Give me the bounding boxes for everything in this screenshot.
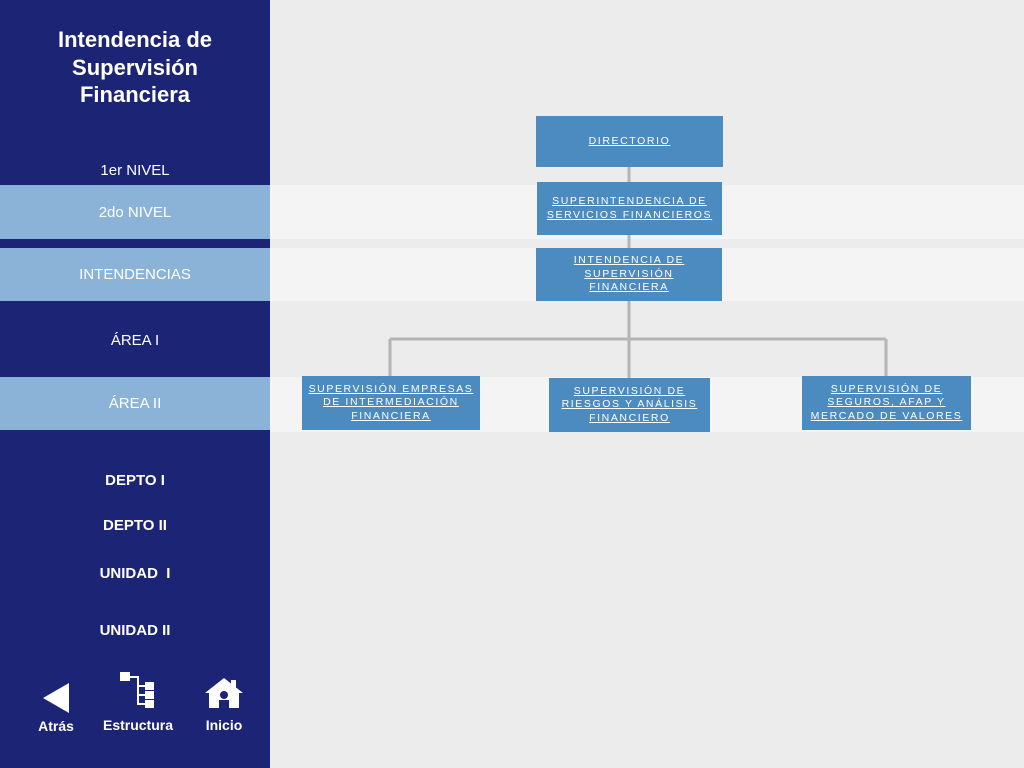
level-unidad-2[interactable]: UNIDAD II xyxy=(99,621,171,639)
level-area-2[interactable]: ÁREA II xyxy=(0,377,270,430)
structure-icon xyxy=(120,672,154,708)
home-label: Inicio xyxy=(205,717,243,733)
structure-button[interactable]: Estructura xyxy=(98,668,178,740)
sidebar: Intendencia de Supervisión Financiera 1e… xyxy=(0,0,270,768)
org-node-directorio-label: DIRECTORIO xyxy=(588,134,671,147)
back-label: Atrás xyxy=(38,718,74,734)
back-button[interactable]: Atrás xyxy=(25,668,87,740)
structure-label: Estructura xyxy=(102,717,174,733)
level-1er-nivel[interactable]: 1er NIVEL xyxy=(100,161,170,179)
org-node-area-riesgos[interactable]: SUPERVISIÓN DE RIESGOS Y ANÁLISIS FINANC… xyxy=(549,378,710,432)
back-arrow-icon xyxy=(43,683,69,713)
org-node-superintendencia-label: SUPERINTENDENCIA DE SERVICIOS FINANCIERO… xyxy=(546,195,713,221)
org-node-area-seguros[interactable]: SUPERVISIÓN DE SEGUROS, AFAP Y MERCADO D… xyxy=(802,376,971,430)
org-node-intendencia-label: INTENDENCIA DE SUPERVISIÓN FINANCIERA xyxy=(573,254,685,294)
org-node-directorio[interactable]: DIRECTORIO xyxy=(536,116,723,167)
org-node-area-riesgos-label: SUPERVISIÓN DE RIESGOS Y ANÁLISIS FINANC… xyxy=(561,384,698,424)
level-intendencias[interactable]: INTENDENCIAS xyxy=(0,248,270,301)
home-icon xyxy=(205,678,243,708)
level-depto-1[interactable]: DEPTO I xyxy=(105,471,165,489)
org-node-area-empresas[interactable]: SUPERVISIÓN EMPRESAS DE INTERMEDIACIÓN F… xyxy=(302,376,480,430)
level-depto-2[interactable]: DEPTO II xyxy=(103,516,167,534)
org-node-area-empresas-label: SUPERVISIÓN EMPRESAS DE INTERMEDIACIÓN F… xyxy=(308,382,474,422)
level-2do-nivel[interactable]: 2do NIVEL xyxy=(0,185,270,239)
org-node-area-seguros-label: SUPERVISIÓN DE SEGUROS, AFAP Y MERCADO D… xyxy=(810,382,963,422)
level-unidad-1[interactable]: UNIDAD I xyxy=(99,564,171,582)
page-title: Intendencia de Supervisión Financiera xyxy=(57,27,213,107)
home-button[interactable]: Inicio xyxy=(194,668,254,740)
org-node-intendencia[interactable]: INTENDENCIA DE SUPERVISIÓN FINANCIERA xyxy=(536,248,722,301)
org-node-superintendencia[interactable]: SUPERINTENDENCIA DE SERVICIOS FINANCIERO… xyxy=(537,182,722,235)
level-area-1[interactable]: ÁREA I xyxy=(110,331,160,349)
